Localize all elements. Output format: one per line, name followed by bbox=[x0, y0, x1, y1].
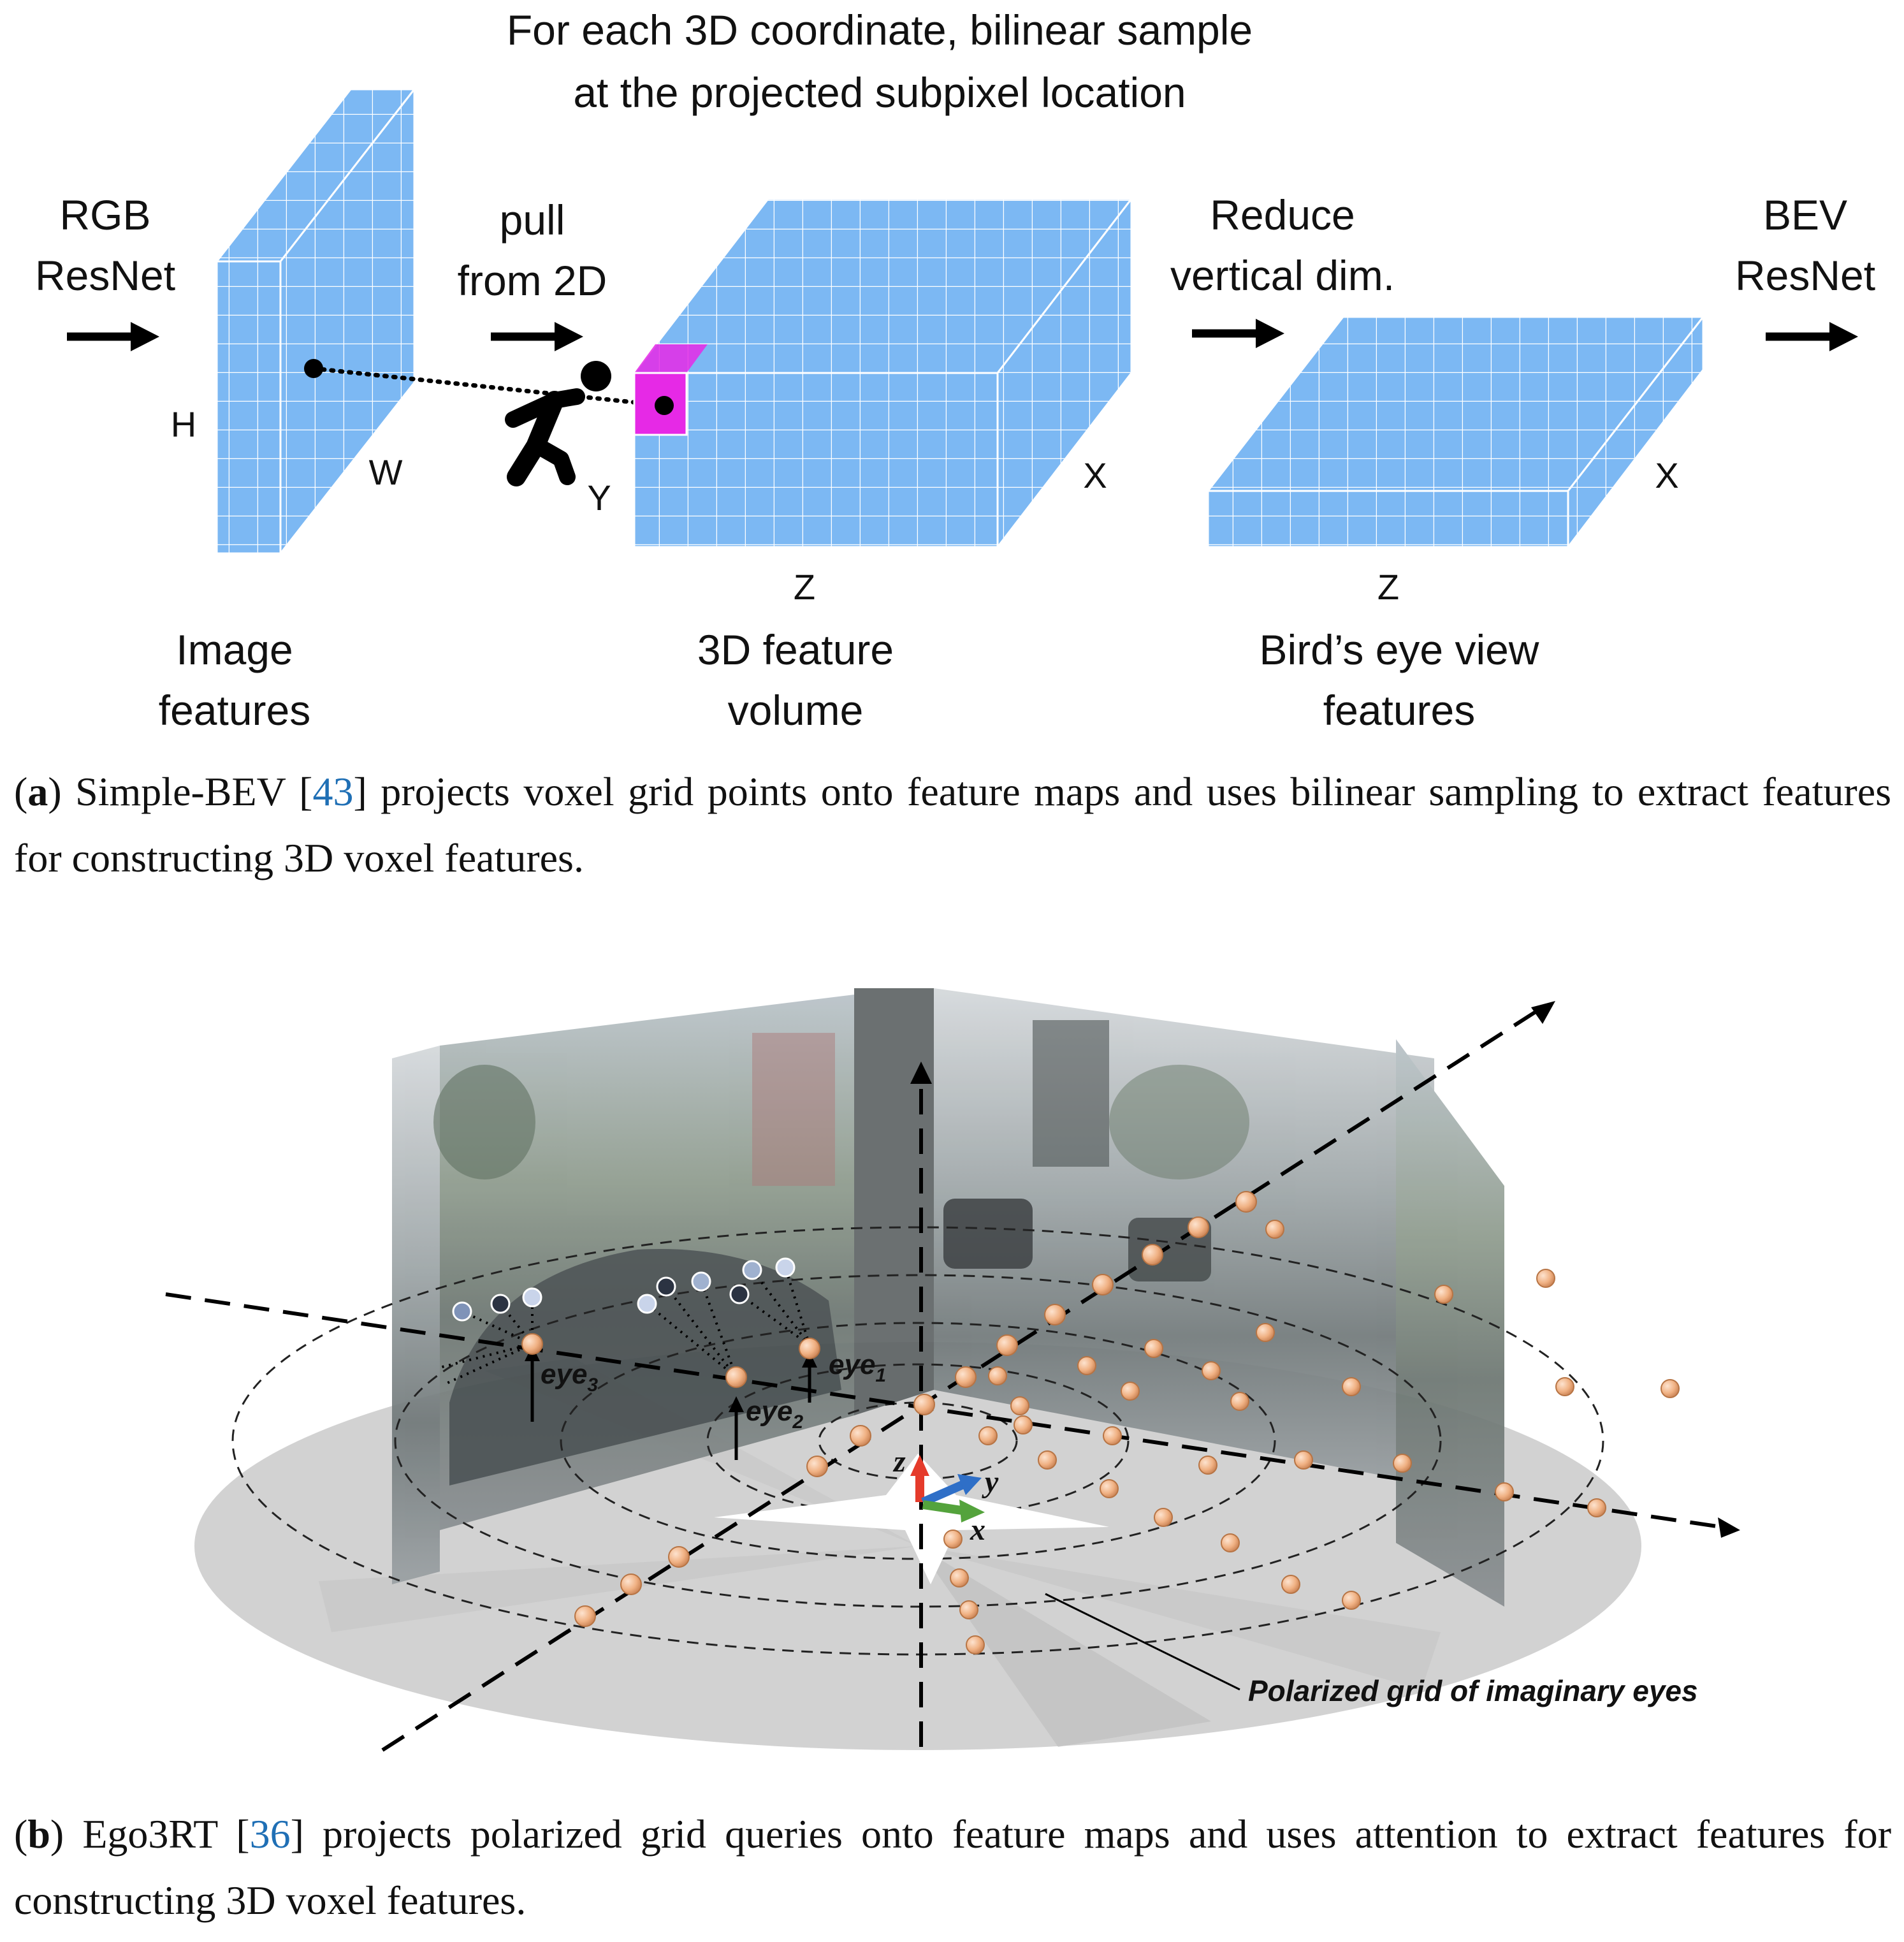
arrow-rgb-icon bbox=[67, 322, 159, 351]
bev-axis-z-label: Z bbox=[1377, 567, 1399, 607]
volume-label-line2: volume bbox=[728, 687, 864, 734]
volume-label-line1: 3D feature bbox=[697, 626, 894, 673]
bev-feature-map bbox=[1205, 314, 1706, 550]
caption-b-text-after: ] projects polarized grid queries onto f… bbox=[14, 1811, 1892, 1923]
eye2-subscript: 2 bbox=[792, 1412, 803, 1433]
eye-view-points bbox=[452, 1257, 796, 1322]
sampling-line bbox=[304, 359, 667, 408]
feature-volume-cube bbox=[632, 196, 1134, 550]
eye3-label: eye3 bbox=[541, 1359, 598, 1396]
volume-axis-x-label: X bbox=[1083, 455, 1107, 495]
grid-label-leader-line bbox=[1045, 1593, 1240, 1691]
caption-b: (b) Ego3RT [36] projects polarized grid … bbox=[14, 1811, 1892, 1923]
caption-a-text-after: ] projects voxel grid points onto featur… bbox=[14, 769, 1891, 880]
pull-label-line1: pull bbox=[500, 196, 565, 244]
bev-axis-x-label: X bbox=[1655, 455, 1678, 495]
image-feature-map bbox=[214, 86, 417, 557]
ego-axis-x-label: x bbox=[970, 1513, 985, 1547]
polarized-query-points bbox=[521, 1191, 1680, 1654]
polarized-grid-label: Polarized grid of imaginary eyes bbox=[1248, 1674, 1698, 1707]
simple-bev-diagram: For each 3D coordinate, bilinear sample … bbox=[35, 6, 1875, 734]
volume-axis-z-label: Z bbox=[794, 567, 815, 607]
ego-coordinate-frame bbox=[910, 1455, 985, 1522]
bev-label-line1: Bird’s eye view bbox=[1260, 626, 1539, 673]
reduce-label-line1: Reduce bbox=[1210, 191, 1355, 238]
caption-a-ref-link[interactable]: 43 bbox=[312, 769, 354, 814]
caption-b-text-before: Ego3RT [ bbox=[64, 1811, 250, 1857]
image-features-label-line1: Image bbox=[176, 626, 293, 673]
caption-a-text-before: Simple-BEV [ bbox=[61, 769, 313, 814]
bev-label-line2: features bbox=[1323, 687, 1475, 734]
caption-a: (a) Simple-BEV [43] projects voxel grid … bbox=[14, 769, 1891, 880]
caption-b-letter: b bbox=[27, 1811, 50, 1857]
eye1-text: eye bbox=[829, 1349, 875, 1380]
eye3-subscript: 3 bbox=[587, 1375, 598, 1396]
arrow-bev-icon bbox=[1766, 322, 1858, 351]
ego-axis-z-label: z bbox=[892, 1445, 906, 1478]
axis-h-label: H bbox=[171, 404, 196, 444]
arrow-reduce-icon bbox=[1192, 319, 1284, 348]
eye3-text: eye bbox=[541, 1359, 587, 1390]
panel-a-title-line2: at the projected subpixel location bbox=[573, 69, 1186, 116]
eye2-label: eye2 bbox=[746, 1396, 803, 1433]
pull-label-line2: from 2D bbox=[458, 257, 607, 304]
ego3rt-diagram: z y x eye3 eye2 eye1 Polarized grid of i… bbox=[165, 988, 1740, 1752]
bev-resnet-label-line2: ResNet bbox=[1735, 252, 1875, 299]
origin-star bbox=[714, 1454, 1109, 1584]
axis-y-label: Y bbox=[587, 478, 611, 518]
axis-w-label: W bbox=[369, 452, 403, 492]
eye1-label: eye1 bbox=[829, 1349, 886, 1386]
caption-b-ref-link[interactable]: 36 bbox=[249, 1811, 291, 1857]
eye2-text: eye bbox=[746, 1396, 792, 1427]
image-features-label-line2: features bbox=[159, 687, 310, 734]
ego-axis-y-label: y bbox=[982, 1465, 999, 1499]
eye1-subscript: 1 bbox=[875, 1365, 886, 1386]
reduce-label-line2: vertical dim. bbox=[1170, 252, 1395, 299]
arrow-pull-icon bbox=[491, 322, 583, 351]
panel-a-title-line1: For each 3D coordinate, bilinear sample bbox=[507, 6, 1253, 54]
pulling-person-icon bbox=[505, 361, 611, 486]
bev-resnet-label-line1: BEV bbox=[1763, 191, 1847, 238]
rgb-resnet-label-line2: ResNet bbox=[35, 252, 175, 299]
rgb-resnet-label-line1: RGB bbox=[59, 191, 150, 238]
caption-a-letter: a bbox=[27, 769, 48, 814]
